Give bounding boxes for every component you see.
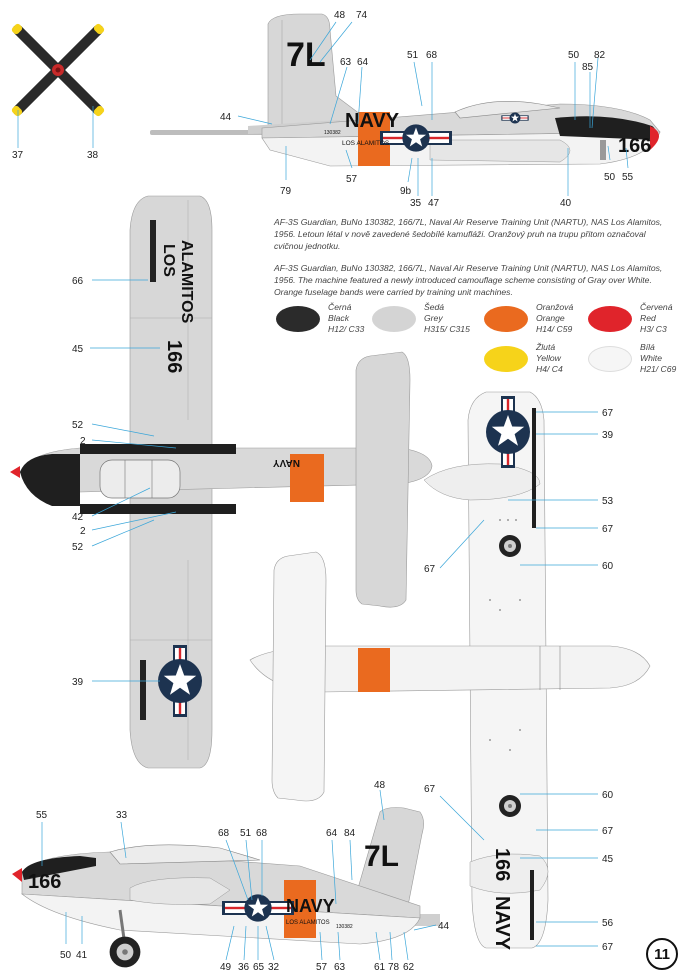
callout-78: 78 [388,962,400,973]
navy-top-fuselage: NAVY [273,457,300,468]
top-view: LOS ALAMITOS 166 NAVY [10,195,433,769]
alamitos-top-wing: ALAMITOS [178,240,195,324]
modex-lower: 166 [28,871,61,893]
callout-55: 55 [622,172,634,183]
callout-57b: 57 [316,962,328,973]
callout-50c: 50 [60,950,72,961]
callout-39: 39 [72,677,84,688]
callout-68c: 68 [256,828,268,839]
callout-2: 2 [80,436,86,447]
side-profile-lower: 166 NAVY 7L LOS ALAMITOS 130382 [12,807,440,968]
swatch-dot-white [588,346,632,372]
callout-66: 66 [72,276,84,287]
callout-68b: 68 [218,828,230,839]
modex-top-wing: 166 [163,340,185,373]
swatch-dot-orange [484,306,528,332]
callout-56: 56 [602,918,614,929]
propeller-drawing [11,23,105,117]
callout-51: 51 [407,50,419,61]
callout-labels: 37 38 48 74 63 64 51 68 50 85 82 44 79 5… [12,10,634,973]
callout-55b: 55 [36,810,48,821]
leader-lines [17,21,629,961]
callout-38: 38 [87,150,99,161]
los-top-wing: LOS [160,244,177,277]
callout-68: 68 [426,50,438,61]
callout-85: 85 [582,62,594,73]
modex-upper: 166 [618,135,651,157]
callout-67c: 67 [424,564,436,575]
callout-33: 33 [116,810,128,821]
swatch-dot-red [588,306,632,332]
page-number: 11 [646,938,678,970]
callout-82: 82 [594,50,606,61]
callout-35: 35 [410,198,422,209]
callout-44: 44 [220,112,232,123]
callout-67: 67 [602,408,614,419]
buno-upper: 130382 [324,130,341,136]
callout-67d: 67 [602,826,614,837]
swatch-dot-yellow [484,346,528,372]
callout-67f: 67 [602,942,614,953]
callout-50b: 50 [604,172,616,183]
buno-lower: 130382 [336,924,353,930]
callout-52b: 52 [72,542,84,553]
callout-50: 50 [568,50,580,61]
callout-9b: 9b [400,186,412,197]
callout-57: 57 [346,174,358,185]
callout-2b: 2 [80,526,86,537]
tail-code-upper: 7L [286,36,326,74]
callout-61: 61 [374,962,386,973]
swatch-dot-black [276,306,320,332]
callout-63: 63 [340,57,352,68]
callout-52: 52 [72,420,84,431]
callout-49: 49 [220,962,232,973]
callout-48b: 48 [374,780,386,791]
callout-32: 32 [268,962,280,973]
callout-67b: 67 [602,524,614,535]
callout-47: 47 [428,198,440,209]
callout-45b: 45 [602,854,614,865]
side-profile-upper: 7L NAVY 166 LOS ALAMITOS 130382 [150,13,661,167]
callout-37: 37 [12,150,24,161]
callout-84: 84 [344,828,356,839]
callout-48: 48 [334,10,346,21]
bottom-view: 166 NAVY [249,391,651,951]
callout-44b: 44 [438,921,450,932]
navy-bottom-wing: NAVY [491,896,513,951]
callout-67e: 67 [424,784,436,795]
callout-62: 62 [403,962,415,973]
modex-bottom-wing: 166 [491,848,513,881]
los-alamitos-upper: LOS ALAMITOS [342,140,390,147]
callout-53: 53 [602,496,614,507]
los-alamitos-lower: LOS ALAMITOS [286,920,330,926]
callout-39b: 39 [602,430,614,441]
description-english: AF-3S Guardian, BuNo 130382, 166/7L, Nav… [274,263,663,297]
callout-64b: 64 [326,828,338,839]
description-czech: AF-3S Guardian, BuNo 130382, 166/7L, Nav… [274,217,663,251]
navy-marking-lower: NAVY [286,896,335,916]
callout-74: 74 [356,10,368,21]
callout-64: 64 [357,57,369,68]
tail-code-lower: 7L [364,840,399,873]
callout-60b: 60 [602,790,614,801]
callout-60: 60 [602,561,614,572]
swatch-dot-grey [372,306,416,332]
callout-40: 40 [560,198,572,209]
callout-45: 45 [72,344,84,355]
callout-65: 65 [253,962,265,973]
callout-41: 41 [76,950,88,961]
callout-63b: 63 [334,962,346,973]
navy-marking-upper: NAVY [345,110,400,132]
callout-79: 79 [280,186,292,197]
callout-42: 42 [72,512,84,523]
callout-51b: 51 [240,828,252,839]
callout-36: 36 [238,962,250,973]
